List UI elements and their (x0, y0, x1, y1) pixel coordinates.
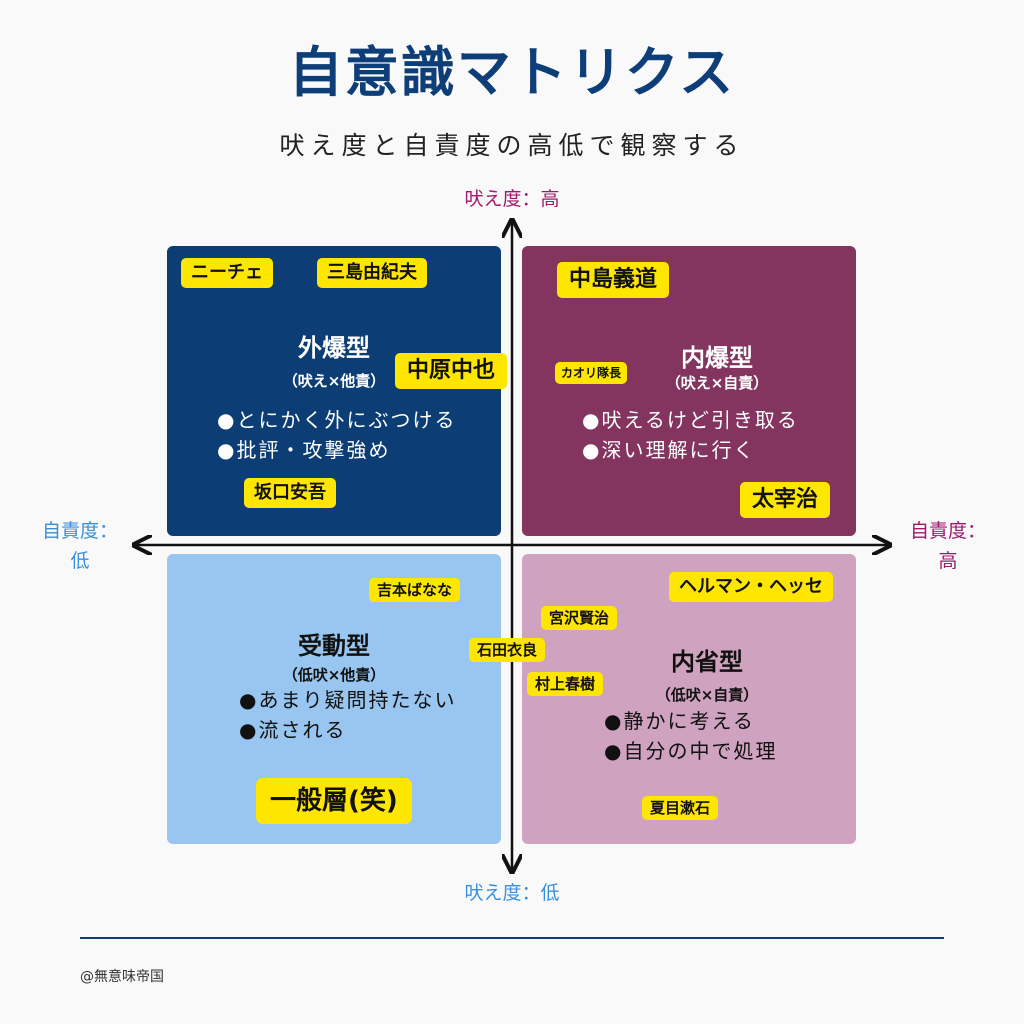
tag-kaori: カオリ隊長 (555, 362, 628, 384)
axis-label-left: 自責度： 低 (20, 516, 140, 576)
quadrant-subtitle: （低吠×他責） (282, 666, 386, 684)
quadrant-bullets: ●静かに考える ●自分の中で処理 (604, 706, 777, 766)
tag-nakajima: 中島義道 (557, 262, 670, 298)
tag-yoshimoto: 吉本ばなな (369, 578, 461, 602)
quadrant-subtitle: （低吠×自責） (655, 686, 759, 704)
bullet-item: ●流される (239, 718, 347, 742)
axis-label-right-line2: 高 (938, 550, 958, 572)
axis-label-right: 自責度： 高 (888, 516, 1008, 576)
quadrant-bullets: ●とにかく外にぶつける ●批評・攻撃強め (217, 405, 456, 465)
tag-ishida: 石田衣良 (469, 638, 546, 662)
tag-hesse: ヘルマン・ヘッセ (669, 572, 833, 602)
footer-divider (80, 937, 944, 939)
bullet-item: ●とにかく外にぶつける (217, 408, 457, 432)
quadrant-title: 内爆型 (681, 344, 753, 372)
bullet-item: ●深い理解に行く (582, 438, 756, 462)
quadrant-title: 受動型 (298, 632, 370, 660)
axis-label-right-line1: 自責度： (909, 520, 986, 542)
bullet-item: ●吠えるけど引き取る (582, 408, 799, 432)
tag-ippan: 一般層(笑) (256, 778, 412, 824)
tag-nakahara: 中原中也 (395, 353, 508, 389)
bullet-item: ●静かに考える (604, 709, 755, 733)
tag-mishima: 三島由紀夫 (317, 258, 427, 288)
tag-sakaguchi: 坂口安吾 (244, 478, 336, 508)
credit: @無意味帝国 (80, 969, 164, 985)
quadrant-subtitle: （吠え×自責） (665, 374, 769, 392)
quadrant-bullets: ●あまり疑問持たない ●流される (239, 685, 456, 745)
axis-label-bottom: 吠え度：低 (464, 882, 560, 904)
axis-label-top: 吠え度：高 (464, 188, 560, 210)
quadrant-subtitle: （吠え×他責） (282, 372, 386, 390)
tag-nietzsche: ニーチェ (181, 258, 273, 288)
bullet-item: ●批評・攻撃強め (217, 438, 391, 462)
quadrant-title: 内省型 (671, 648, 743, 676)
tag-natsume: 夏目漱石 (642, 796, 719, 820)
bullet-item: ●あまり疑問持たない (239, 688, 457, 712)
quadrant-bullets: ●吠えるけど引き取る ●深い理解に行く (582, 405, 799, 465)
tag-miyazawa: 宮沢賢治 (541, 606, 618, 630)
quadrant-title: 外爆型 (298, 334, 370, 362)
axis-label-left-line1: 自責度： (41, 520, 118, 542)
page-subtitle: 吠え度と自責度の高低で観察する (279, 131, 745, 160)
bullet-item: ●自分の中で処理 (604, 739, 778, 763)
tag-dazai: 太宰治 (740, 482, 831, 518)
page-title: 自意識マトリクス (288, 41, 736, 104)
axis-label-left-line2: 低 (70, 550, 90, 572)
tag-murakami: 村上春樹 (527, 672, 604, 696)
quadrant-bottom-right: 内省型 （低吠×自責） ●静かに考える ●自分の中で処理 (522, 554, 856, 844)
